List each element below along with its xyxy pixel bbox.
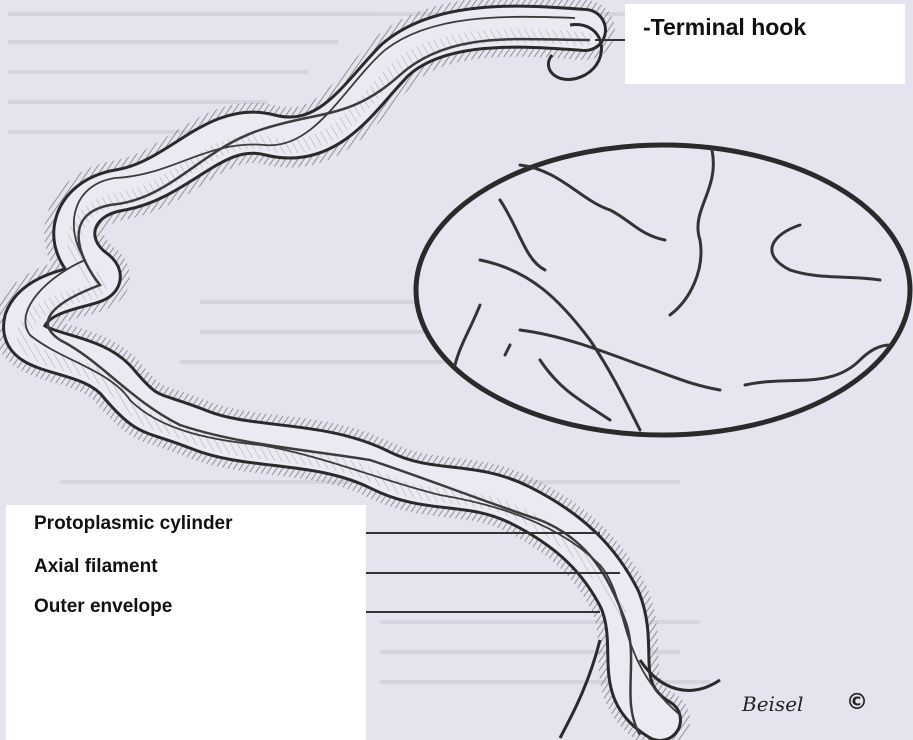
artist-signature: Beisel	[742, 692, 803, 716]
copyright-icon: ©	[846, 690, 868, 715]
tail-strand	[560, 640, 600, 738]
axial-filament-label: Axial filament	[34, 556, 158, 578]
microscope-field	[416, 145, 910, 435]
terminal-hook-label: -Terminal hook	[625, 4, 905, 84]
protoplasmic-cylinder-label: Protoplasmic cylinder	[34, 513, 233, 535]
outer-envelope-label: Outer envelope	[34, 596, 172, 618]
structure-labels-panel: Protoplasmic cylinder Axial filament Out…	[6, 505, 366, 740]
